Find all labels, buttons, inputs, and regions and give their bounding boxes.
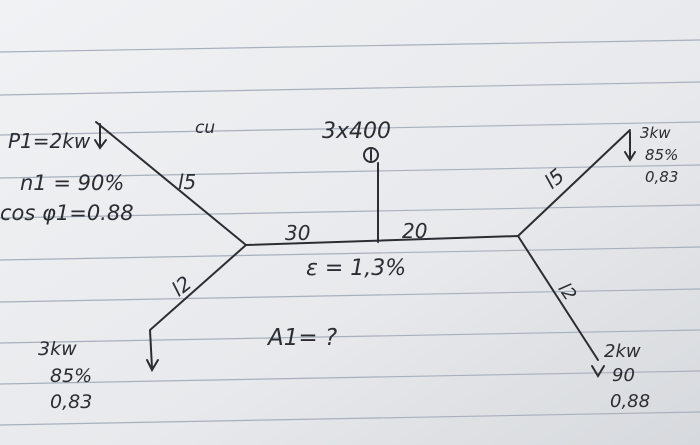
main-line — [245, 235, 519, 246]
top-right-cos: 0,83 — [645, 168, 678, 186]
left-load-cos: cos φ1=0.88 — [0, 201, 134, 225]
bottom-left-power: 3kw — [38, 338, 77, 360]
arrow-bottom-right — [591, 365, 605, 378]
upper-right-branch — [517, 129, 631, 237]
arrow-bottom-left — [146, 359, 159, 373]
bottom-right-cos: 0,88 — [610, 391, 650, 412]
left-load-efficiency: n1 = 90% — [20, 171, 124, 195]
top-right-efficiency: 85% — [645, 146, 678, 164]
lower-right-branch — [517, 235, 599, 361]
voltage-drop: ε = 1,3% — [306, 256, 406, 281]
supply-node — [363, 147, 379, 163]
main-left-length: 30 — [285, 221, 310, 245]
left-load-power: P1=2kw — [8, 129, 91, 153]
top-right-power: 3kw — [640, 124, 671, 142]
supply-voltage: 3x400 — [322, 119, 391, 144]
bottom-right-power: 2kw — [604, 341, 641, 362]
main-right-length: 20 — [402, 219, 427, 243]
question: A1= ? — [266, 325, 337, 351]
network-diagram — [94, 121, 636, 378]
material-label: cu — [195, 118, 215, 138]
bottom-left-efficiency: 85% — [50, 365, 92, 387]
bottom-right-efficiency: 90 — [612, 365, 635, 386]
upper-left-length: l5 — [178, 170, 196, 194]
ruled-lines — [0, 39, 700, 426]
lower-left-branch — [148, 244, 247, 369]
upper-left-branch — [95, 121, 247, 246]
bottom-left-cos: 0,83 — [50, 391, 92, 413]
